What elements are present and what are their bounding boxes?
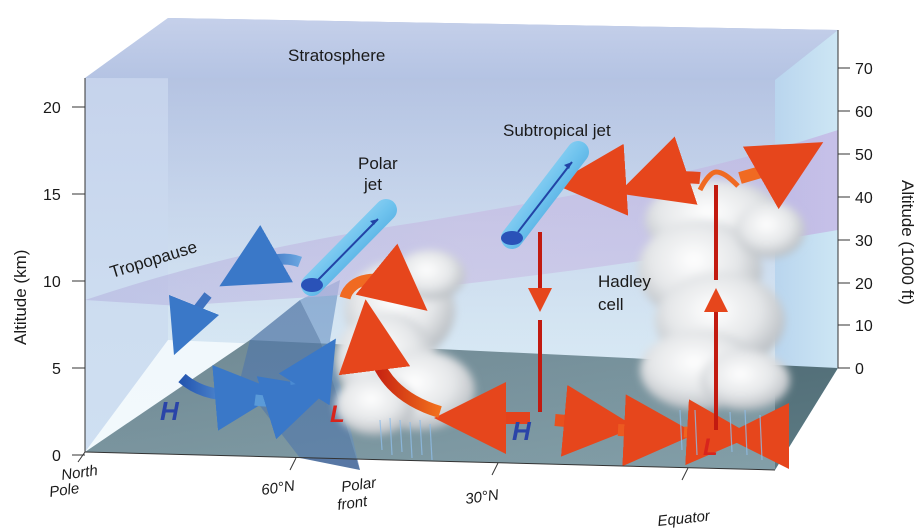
high-pressure-polar: H: [160, 396, 180, 426]
equatorial-cloud: [638, 180, 805, 410]
label-polar-front-2: front: [336, 493, 369, 514]
polar-jet: [301, 199, 397, 296]
left-tick-20: 20: [43, 100, 61, 117]
left-tick-5: 5: [52, 361, 61, 378]
label-60n: 60°N: [260, 477, 296, 499]
right-tick-30: 30: [855, 233, 873, 250]
label-hadley-1: Hadley: [598, 272, 651, 291]
right-axis: [837, 30, 850, 369]
label-equator: Equator: [657, 507, 712, 530]
red-arrow-upper-1: [554, 143, 629, 216]
red-arrow-upper-3: [738, 142, 824, 210]
red-arrow-surface-3: [617, 394, 696, 467]
low-pressure-equator: L: [703, 434, 718, 461]
latitude-axis: [77, 451, 776, 481]
red-arrow-front-top: [339, 243, 428, 311]
left-tick-0: 0: [52, 448, 61, 465]
high-pressure-subtropic: H: [512, 416, 532, 446]
red-arrow-surface-2: [554, 384, 636, 457]
right-tick-60: 60: [855, 104, 873, 121]
left-axis-title: Altitude (km): [11, 250, 30, 345]
label-north-pole-1: North: [60, 462, 99, 484]
blue-arrow-upper-1: [219, 224, 302, 287]
left-tick-10: 10: [43, 274, 61, 291]
low-pressure-front: L: [330, 401, 345, 428]
blue-arrow-upper-2: [168, 292, 220, 356]
blue-arrow-surface-1: [178, 364, 281, 431]
label-polar-jet-2: jet: [363, 175, 382, 194]
right-tick-50: 50: [855, 147, 873, 164]
label-north-pole-2: Pole: [48, 480, 80, 501]
blue-arrow-surface-3: [278, 338, 336, 406]
right-tick-70: 70: [855, 61, 873, 78]
label-stratosphere: Stratosphere: [288, 46, 385, 65]
left-axis: [72, 78, 86, 456]
right-tick-20: 20: [855, 276, 873, 293]
red-arrow-surface-4: [683, 399, 753, 466]
label-subtropical-jet: Subtropical jet: [503, 121, 611, 140]
label-30n: 30°N: [464, 486, 500, 508]
rain-streaks-front: [379, 417, 433, 461]
label-polar-front-1: Polar: [340, 474, 378, 496]
right-tick-0: 0: [855, 361, 864, 378]
right-axis-title: Altitude (1000 ft): [898, 180, 914, 305]
red-arrow-upper-2: [617, 136, 701, 205]
red-arrow-front-loop: [338, 299, 442, 418]
top-face: [85, 18, 838, 80]
subtropical-jet: [501, 141, 589, 249]
red-updraft-top: [697, 169, 740, 192]
label-hadley-2: cell: [598, 295, 624, 314]
left-tick-15: 15: [43, 187, 61, 204]
blue-arrow-surface-2: [254, 376, 330, 440]
right-tick-10: 10: [855, 318, 873, 335]
label-polar-jet-1: Polar: [358, 154, 398, 173]
right-tick-40: 40: [855, 190, 873, 207]
rain-streaks-equator: [679, 409, 763, 461]
